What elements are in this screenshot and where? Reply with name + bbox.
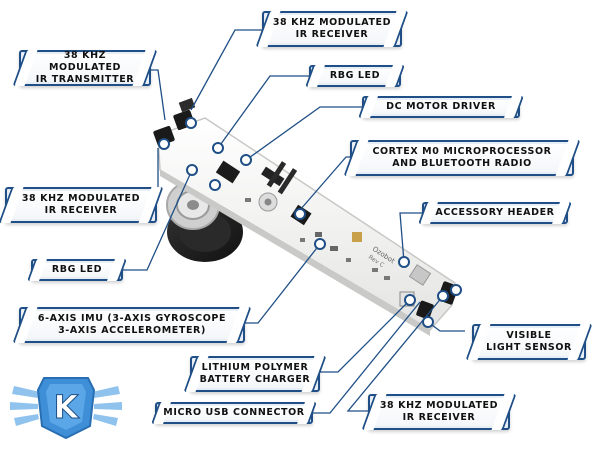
callout-imu: 6-AXIS IMU (3-AXIS GYROSCOPE 3-AXIS ACCE… — [19, 307, 245, 343]
logo-letter: K — [54, 388, 80, 426]
callout-micro-usb: MICRO USB CONNECTOR — [155, 402, 313, 424]
callout-ir-receiver-bottom: 38 KHZ MODULATED IR RECEIVER — [368, 394, 510, 430]
brand-logo: K — [10, 377, 122, 440]
callout-ir-receiver-top: 38 KHZ MODULATED IR RECEIVER — [262, 11, 402, 47]
callout-rgb-led-left: RBG LED — [31, 259, 123, 281]
callout-light-sensor: VISIBLE LIGHT SENSOR — [472, 324, 586, 360]
callout-microprocessor: CORTEX M0 MICROPROCESSOR AND BLUETOOTH R… — [350, 140, 574, 176]
callout-battery-charger: LITHIUM POLYMER BATTERY CHARGER — [190, 356, 320, 392]
pcb-board: Ozobot Rev C — [157, 117, 456, 336]
component-markers — [158, 117, 462, 328]
callout-dc-motor-driver: DC MOTOR DRIVER — [362, 96, 520, 118]
callout-ir-receiver-left: 38 KHZ MODULATED IR RECEIVER — [5, 187, 157, 223]
callout-accessory-header: ACCESSORY HEADER — [422, 202, 568, 224]
callout-ir-transmitter: 38 KHZ MODULATED IR TRANSMITTER — [19, 50, 151, 86]
callout-rgb-led-top: RBG LED — [309, 65, 401, 87]
